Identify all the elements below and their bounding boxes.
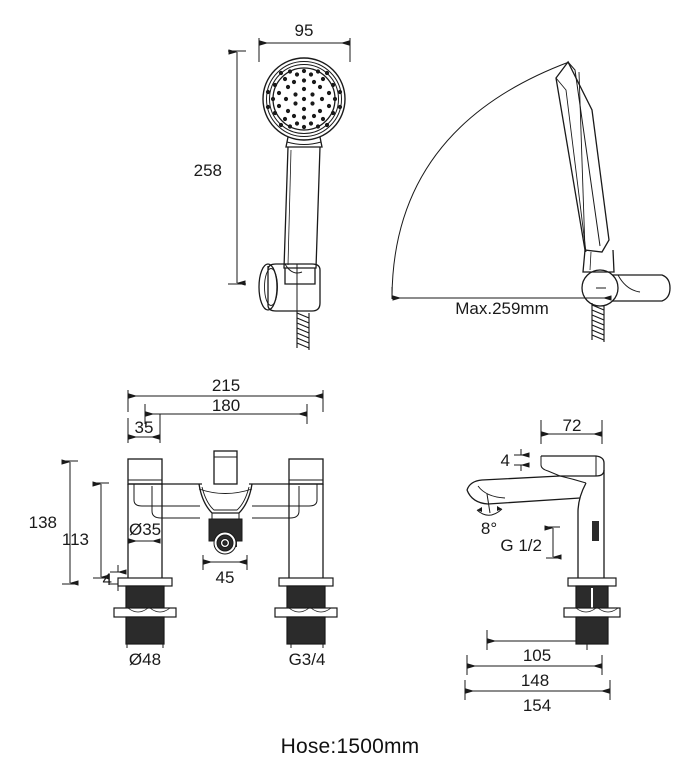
side-base-fixing xyxy=(563,577,621,645)
label-head-width: 95 xyxy=(295,21,314,40)
view-mixer-side xyxy=(464,420,621,700)
label-spout-thickness: 4 xyxy=(501,451,510,470)
mixer-right-column xyxy=(288,484,324,578)
hose-length-caption: Hose:1500mm xyxy=(280,735,420,758)
handset-tilted xyxy=(555,60,615,273)
mixer-diverter-knob xyxy=(213,450,238,485)
view-handset-swing xyxy=(391,60,671,342)
mixer-right-base xyxy=(274,577,338,645)
dimension-edge-offset xyxy=(127,414,161,443)
handset-head-ring2 xyxy=(266,61,342,137)
label-overall-height: 138 xyxy=(29,513,57,532)
label-body-height: 113 xyxy=(62,530,89,549)
label-inlet-thread: G 1/2 xyxy=(500,536,542,555)
dimension-spout-thickness xyxy=(514,449,530,471)
handset-hose-connector xyxy=(284,268,316,285)
handset-hose-coil xyxy=(296,311,310,350)
dimension-inlet-thread xyxy=(544,525,562,560)
label-mid-length: 148 xyxy=(521,671,549,690)
view-handset-front xyxy=(228,38,351,350)
handset-head-ring3 xyxy=(269,64,339,134)
dimension-head-width xyxy=(258,38,351,62)
mixer-diverter-body xyxy=(198,483,253,523)
label-diverter-width: 45 xyxy=(216,568,235,587)
label-handset-height: 258 xyxy=(194,161,222,180)
label-overall-length: 154 xyxy=(523,696,551,715)
side-body-column xyxy=(577,470,605,578)
label-max-reach: Max.259mm xyxy=(455,299,549,318)
dimension-handset-height xyxy=(228,49,246,286)
label-column-diameter: Ø35 xyxy=(129,520,161,539)
handset-handle xyxy=(283,146,321,269)
side-spout xyxy=(466,475,581,505)
mixer-spout-left-curve xyxy=(133,484,200,507)
label-overall-width: 215 xyxy=(212,376,240,395)
dimension-mid-length xyxy=(466,655,603,675)
label-edge-offset: 35 xyxy=(135,418,154,437)
dimension-overall-length xyxy=(464,680,611,700)
dimension-diverter-width xyxy=(202,555,248,570)
swing-hose-coil xyxy=(591,303,605,342)
mixer-left-base xyxy=(113,577,177,645)
handset-wall-bracket xyxy=(258,263,321,312)
label-centres-width: 180 xyxy=(212,396,240,415)
dimension-handle-length xyxy=(540,420,603,444)
label-handle-length: 72 xyxy=(563,416,582,435)
mixer-left-column xyxy=(127,484,163,578)
mixer-spout-inner xyxy=(151,486,200,519)
dimension-overall-height xyxy=(61,459,79,586)
dimension-centres-width xyxy=(144,404,308,424)
label-base-diameter: Ø48 xyxy=(129,650,161,669)
label-spout-projection: 105 xyxy=(523,646,551,665)
handset-head-outer xyxy=(262,57,346,141)
swing-arc xyxy=(391,61,570,298)
label-base-thickness: 4 xyxy=(103,570,112,589)
label-thread-size: G3/4 xyxy=(289,650,326,669)
spray-holes xyxy=(265,68,343,130)
dimension-body-height xyxy=(92,481,110,580)
view-mixer-front xyxy=(61,390,338,648)
dimension-overall-width xyxy=(127,390,324,412)
label-spout-angle: 8° xyxy=(481,519,497,538)
swing-bracket xyxy=(581,269,671,307)
side-lever-handle xyxy=(540,455,605,484)
